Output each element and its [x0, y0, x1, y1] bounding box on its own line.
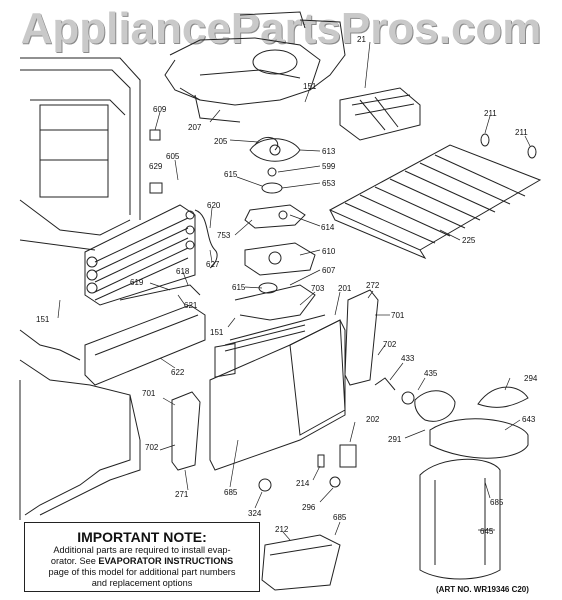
callout-212: 212 — [275, 525, 289, 534]
callout-labels: 21 151 609 207 205 211 211 613 605 629 5… — [36, 35, 538, 536]
callout-433: 433 — [401, 354, 415, 363]
callout-435: 435 — [424, 369, 438, 378]
callout-627: 627 — [206, 260, 220, 269]
callout-211: 211 — [484, 109, 497, 118]
side-ducts — [171, 289, 379, 471]
callout-609: 609 — [153, 105, 167, 114]
knob-324 — [258, 478, 272, 492]
callout-645: 645 — [480, 527, 494, 536]
callout-294: 294 — [524, 374, 538, 383]
callout-614: 614 — [321, 223, 335, 232]
callout-703: 703 — [311, 284, 325, 293]
note-line-1: Additional parts are required to install… — [53, 545, 231, 555]
callout-225: 225 — [462, 236, 476, 245]
callout-201: 201 — [338, 284, 352, 293]
wire-shelf — [328, 144, 542, 260]
callout-205: 205 — [214, 137, 228, 146]
callout-207: 207 — [188, 123, 202, 132]
callout-643: 643 — [522, 415, 536, 424]
callout-619: 619 — [130, 278, 144, 287]
dispenser-chute — [419, 458, 501, 580]
drain-trough — [84, 284, 206, 386]
callout-610: 610 — [322, 247, 336, 256]
evaporator-instructions-ref: EVAPORATOR INSTRUCTIONS — [98, 556, 234, 566]
callout-753: 753 — [217, 231, 231, 240]
note-line-2: orator. See EVAPORATOR INSTRUCTIONS — [25, 556, 259, 567]
important-note-title: IMPORTANT NOTE: — [77, 529, 207, 545]
part-202 — [339, 444, 357, 468]
fan-motor-parts — [234, 167, 316, 321]
freezer-compartment — [19, 57, 141, 520]
callout-621: 621 — [184, 301, 198, 310]
air-duct-assembly — [164, 11, 346, 123]
part-214 — [317, 454, 325, 468]
part-629 — [149, 182, 163, 194]
callout-629: 629 — [149, 162, 163, 171]
callout-685: 685 — [224, 488, 238, 497]
callout-622: 622 — [171, 368, 185, 377]
shelf-clip-left — [480, 133, 490, 147]
freezer-rear-cover — [209, 319, 346, 471]
shelf-clip-right — [527, 145, 537, 159]
callout-151: 151 — [210, 328, 224, 337]
seal-703 — [229, 314, 326, 341]
art-number: (ART NO. WR19346 C20) — [436, 585, 529, 594]
watermark: AppliancePartsPros.com — [20, 4, 542, 53]
ice-tray — [339, 87, 421, 141]
note-line-2-text: orator. See — [50, 556, 99, 566]
callout-701: 701 — [391, 311, 405, 320]
callout-599: 599 — [322, 162, 336, 171]
callout-272: 272 — [366, 281, 380, 290]
callout-324: 324 — [248, 509, 262, 518]
evaporator — [84, 204, 218, 306]
storage-bin — [261, 534, 341, 591]
callout-618: 618 — [176, 267, 190, 276]
fan-blade — [249, 136, 301, 162]
callout-701: 701 — [142, 389, 156, 398]
callout-613: 613 — [322, 147, 336, 156]
callout-214: 214 — [296, 479, 310, 488]
callout-271: 271 — [175, 490, 189, 499]
callout-21: 21 — [357, 35, 366, 44]
note-line-4: and replacement options — [91, 578, 193, 588]
callout-685: 685 — [333, 513, 347, 522]
callout-605: 605 — [166, 152, 180, 161]
important-note-box: IMPORTANT NOTE: Additional parts are req… — [24, 522, 260, 592]
callout-615: 615 — [224, 170, 238, 179]
callout-211: 211 — [515, 128, 528, 137]
callout-702: 702 — [145, 443, 159, 452]
callout-653: 653 — [322, 179, 336, 188]
callout-151: 151 — [36, 315, 50, 324]
callout-151: 151 — [303, 82, 317, 91]
callout-202: 202 — [366, 415, 380, 424]
light-assembly — [374, 377, 529, 459]
callout-615: 615 — [232, 283, 246, 292]
part-609 — [149, 129, 161, 141]
callout-620: 620 — [207, 201, 221, 210]
callout-296: 296 — [302, 503, 316, 512]
callout-607: 607 — [322, 266, 336, 275]
callout-685: 685 — [490, 498, 504, 507]
part-296 — [329, 476, 341, 488]
callout-702: 702 — [383, 340, 397, 349]
leader-lines — [57, 41, 531, 541]
callout-291: 291 — [388, 435, 402, 444]
note-line-3: page of this model for additional part n… — [48, 567, 236, 577]
